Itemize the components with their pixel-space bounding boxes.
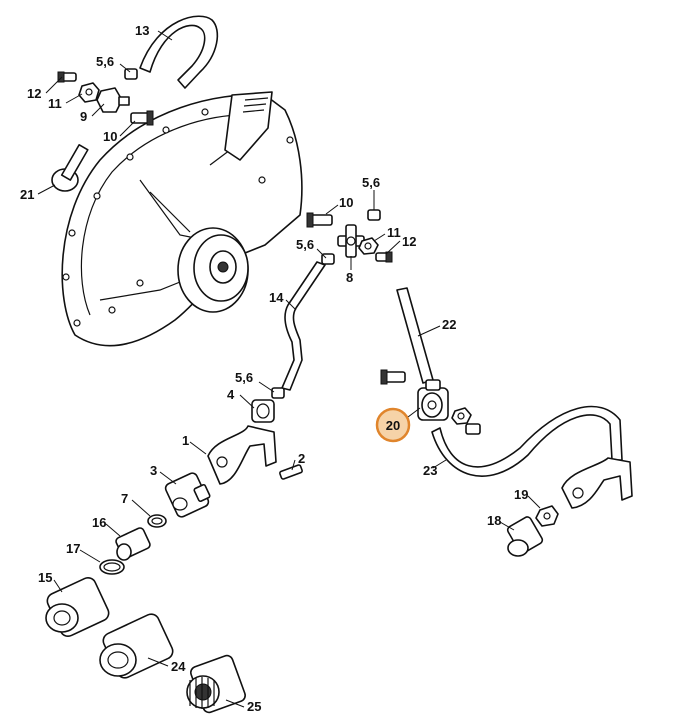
screw-12a [57,71,77,83]
wheel-guard [61,91,303,347]
callout-10: 10 [103,129,117,144]
fitting-5-6d [271,387,285,399]
callout-21: 21 [20,187,34,202]
callout-3: 3 [150,463,157,478]
tee-fitting-8 [337,224,365,258]
screw-2 [279,464,303,480]
callout-labels: 13 5,6 12 11 9 10 21 5,6 10 5,6 11 12 8 … [20,23,528,714]
fitting-5-6b [367,209,381,221]
callout-20: 20 [386,418,400,433]
bracket-1 [207,425,277,485]
callout-13: 13 [135,23,149,38]
callout-5-6: 5,6 [362,175,380,190]
screw-left-of-20 [380,369,406,385]
callout-12: 12 [402,234,416,249]
callout-11: 11 [48,96,62,111]
callout-1: 1 [182,433,189,448]
screw-10a [130,110,154,126]
hose-13 [139,15,219,89]
callout-5-6: 5,6 [235,370,253,385]
hose-14 [281,261,326,391]
callout-9: 9 [80,109,87,124]
callout-22: 22 [442,317,456,332]
callout-7: 7 [121,491,128,506]
adapter-3 [164,472,211,518]
nut-19 [535,505,559,527]
callout-14: 14 [269,290,284,305]
nozzle-21 [51,143,89,192]
cap-right-of-20 [465,423,481,435]
nut-11b [358,237,379,255]
screw-12b [375,251,393,263]
callout-15: 15 [38,570,52,585]
callout-2: 2 [298,451,305,466]
connector-16 [115,527,151,561]
nut-right-of-20 [451,407,472,425]
callout-12: 12 [27,86,41,101]
connector-18 [506,516,544,557]
highlight-ring [375,407,411,443]
fitting-5-6a [124,68,138,80]
callout-17: 17 [66,541,80,556]
valve-20 [417,379,449,421]
callout-8: 8 [346,270,353,285]
hose-22 [396,287,434,384]
callout-16: 16 [92,515,106,530]
callout-11: 11 [387,225,401,240]
coupling-24 [99,613,174,679]
coupling-15 [45,576,110,638]
nut-4 [251,399,275,423]
callout-5-6: 5,6 [96,54,114,69]
callout-10: 10 [339,195,353,210]
bracket-right [561,457,633,509]
callout-20-highlighted[interactable]: 20 [375,407,411,443]
nut-11a [78,82,100,103]
callout-23: 23 [423,463,437,478]
screw-10b [306,212,333,228]
callout-24: 24 [171,659,186,674]
callout-19: 19 [514,487,528,502]
o-ring-17 [99,559,125,575]
o-ring-7 [147,514,167,528]
callout-25: 25 [247,699,261,714]
coupling-25 [186,654,246,714]
fitting-9 [96,87,130,113]
callout-4: 4 [227,387,235,402]
callout-5-6: 5,6 [296,237,314,252]
callout-18: 18 [487,513,501,528]
hub-pulley [177,227,249,313]
